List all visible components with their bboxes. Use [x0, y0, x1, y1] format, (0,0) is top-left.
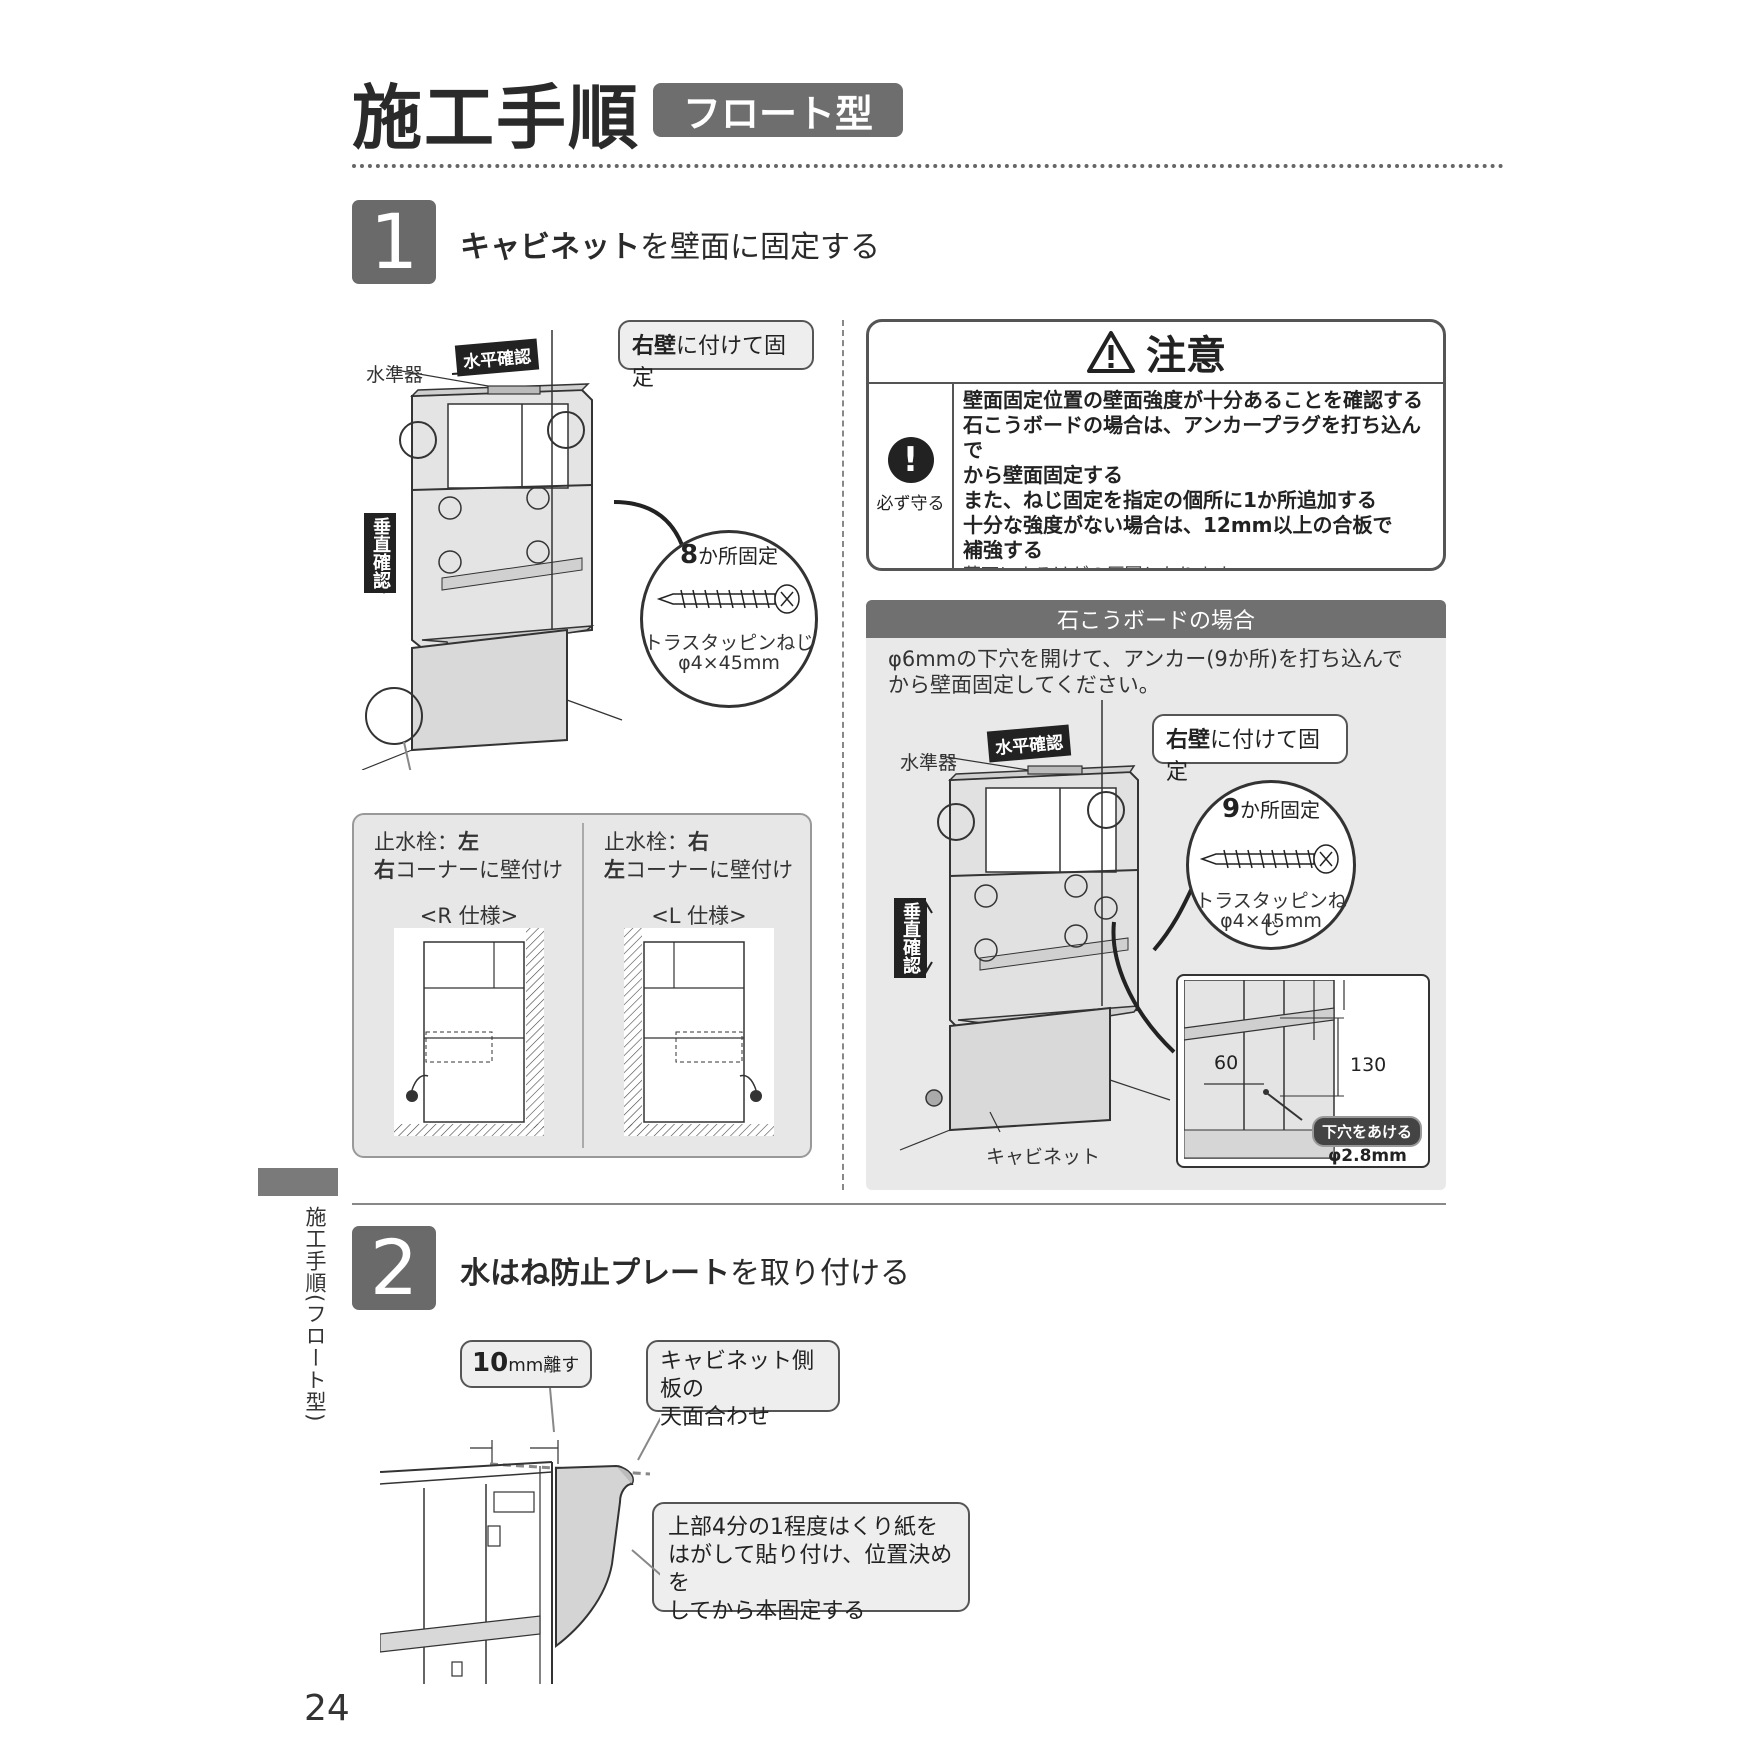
- faucet-left-prefix: 止水栓：: [374, 830, 458, 854]
- gypsum-desc-line: から壁面固定してください。: [888, 673, 1160, 697]
- callout-right-wall-bold: 右壁: [632, 334, 677, 359]
- step-2-title-bold: 水はね防止プレート: [460, 1256, 730, 1291]
- callout-gap-10mm: 10mm離す: [460, 1340, 592, 1388]
- faucet-right-side: 右: [688, 830, 709, 854]
- step-1-title-rest: を壁面に固定する: [640, 230, 880, 265]
- caution-footer: 落下によるけがの原因となります。: [963, 563, 1435, 568]
- type-badge: フロート型: [653, 83, 903, 137]
- gypsum-screw-count: 9か所固定: [1186, 794, 1356, 824]
- step-2-title-rest: を取り付ける: [730, 1256, 910, 1291]
- page-title: 施工手順: [352, 77, 640, 159]
- pilot-hole-size: φ2.8mm: [1328, 1146, 1407, 1166]
- must-follow-cell: ! 必ず守る: [869, 382, 954, 568]
- faucet-panel-divider: [582, 823, 584, 1148]
- spec-l-diagram: [624, 928, 774, 1136]
- gypsum-label-level: 水準器: [900, 752, 958, 774]
- caution-line: 十分な強度がない場合は、12mm以上の合板で: [963, 513, 1393, 537]
- caution-line: から壁面固定する: [963, 463, 1123, 487]
- caution-line: 補強する: [963, 538, 1043, 562]
- spec-r-label: <R 仕様>: [419, 904, 519, 928]
- spec-r-diagram: [394, 928, 544, 1136]
- callout-right-wall: 右壁に付けて固定: [618, 320, 814, 391]
- faucet-right-text: 止水栓：右 左コーナーに壁付け: [604, 828, 793, 884]
- callout-top-line: キャビネット側板の: [660, 1349, 815, 1402]
- caution-text: 壁面固定位置の壁面強度が十分あることを確認する 石こうボードの場合は、アンカープ…: [963, 388, 1435, 568]
- caution-box: 注意 ! 必ず守る 壁面固定位置の壁面強度が十分あることを確認する 石こうボード…: [866, 319, 1446, 571]
- caution-header: 注意: [869, 322, 1443, 384]
- must-follow-label: 必ず守る: [876, 493, 945, 514]
- gypsum-description: φ6mmの下穴を開けて、アンカー(9か所)を打ち込んで から壁面固定してください…: [888, 646, 1428, 698]
- caution-line: また、ねじ固定を指定の個所に1か所追加する: [963, 488, 1377, 512]
- callout-bottom-line: 上部4分の1程度はくり紙を: [668, 1515, 938, 1540]
- gypsum-screw-icon: [1199, 844, 1339, 874]
- side-tab-label: 施工手順(フロート型): [303, 1206, 327, 1423]
- step-2-number: 2: [352, 1226, 436, 1310]
- faucet-left-corner-rest: コーナーに壁付け: [395, 858, 563, 882]
- cabinet-label: キャビネット: [986, 1146, 1101, 1168]
- detail-inset-diagram: [1184, 980, 1345, 1159]
- gypsum-title: 石こうボードの場合: [866, 600, 1446, 638]
- gypsum-screw-size: φ4×45mm: [1220, 910, 1322, 932]
- warning-triangle-icon: [1087, 331, 1135, 373]
- dim-60: 60: [1214, 1052, 1239, 1074]
- cabinet-diagram-main: [361, 330, 684, 770]
- faucet-left-corner: 右: [374, 858, 395, 882]
- exclamation-icon: !: [887, 436, 934, 483]
- faucet-left-text: 止水栓：左 右コーナーに壁付け: [374, 828, 563, 884]
- screw-size: φ4×45mm: [678, 652, 780, 674]
- gypsum-callout-right-wall: 右壁に付けて固定: [1152, 714, 1348, 785]
- splash-plate-diagram: [380, 1388, 660, 1684]
- faucet-right-corner: 左: [604, 858, 625, 882]
- dim-130: 130: [1350, 1054, 1387, 1076]
- gypsum-label-vertical: 垂直確認: [894, 898, 926, 978]
- label-level: 水準器: [366, 364, 424, 386]
- callout-bottom-line: してから本固定する: [668, 1599, 866, 1624]
- step-1-title-bold: キャビネット: [460, 230, 640, 265]
- gypsum-screw-count-rest: か所固定: [1240, 798, 1321, 822]
- screw-name: トラスタッピンねじ: [643, 632, 815, 654]
- label-vertical: 垂直確認: [364, 513, 396, 593]
- callout-top-line: 天面合わせ: [660, 1405, 771, 1430]
- side-tab-marker: [258, 1168, 338, 1196]
- screw-count: 8か所固定: [640, 540, 818, 570]
- gypsum-desc-line: φ6mmの下穴を開けて、アンカー(9か所)を打ち込んで: [888, 647, 1403, 671]
- gypsum-screw-count-num: 9: [1221, 794, 1241, 824]
- caution-title: 注意: [1146, 333, 1226, 379]
- header-divider: [352, 164, 1504, 168]
- screw-info-circle: [640, 530, 818, 708]
- step-1-number: 1: [352, 200, 436, 284]
- step-divider: [352, 1203, 1446, 1205]
- step-2-title: 水はね防止プレートを取り付ける: [460, 1248, 910, 1292]
- gypsum-screw-name: トラスタッピンねじ: [1195, 890, 1347, 939]
- faucet-left-side: 左: [458, 830, 479, 854]
- screw-count-num: 8: [679, 540, 699, 570]
- step-1-title: キャビネットを壁面に固定する: [460, 222, 880, 266]
- callout-gap-num: 10: [472, 1348, 509, 1378]
- pilot-hole-badge: 下穴をあける: [1312, 1116, 1423, 1147]
- gypsum-callout-bold: 右壁: [1166, 728, 1211, 753]
- callout-bottom-line: はがして貼り付け、位置決めを: [668, 1543, 953, 1596]
- gypsum-callout-rest: に付けて固定: [1166, 728, 1321, 785]
- column-divider: [842, 320, 844, 1190]
- caution-line: 壁面固定位置の壁面強度が十分あることを確認する: [963, 388, 1423, 412]
- caution-line: 石こうボードの場合は、アンカープラグを打ち込んで: [963, 413, 1421, 462]
- callout-right-wall-rest: に付けて固定: [632, 334, 787, 391]
- spec-l-label: <L 仕様>: [651, 904, 747, 928]
- screw-count-rest: か所固定: [698, 544, 779, 568]
- cabinet-diagram-gypsum: [899, 700, 1200, 1151]
- screw-icon: [656, 584, 800, 614]
- faucet-right-corner-rest: コーナーに壁付け: [625, 858, 793, 882]
- callout-release-paper: 上部4分の1程度はくり紙を はがして貼り付け、位置決めを してから本固定する: [652, 1502, 970, 1624]
- callout-top-align: キャビネット側板の 天面合わせ: [646, 1340, 840, 1430]
- callout-gap-rest: mm離す: [508, 1355, 580, 1376]
- faucet-right-prefix: 止水栓：: [604, 830, 688, 854]
- page-number: 24: [304, 1688, 350, 1729]
